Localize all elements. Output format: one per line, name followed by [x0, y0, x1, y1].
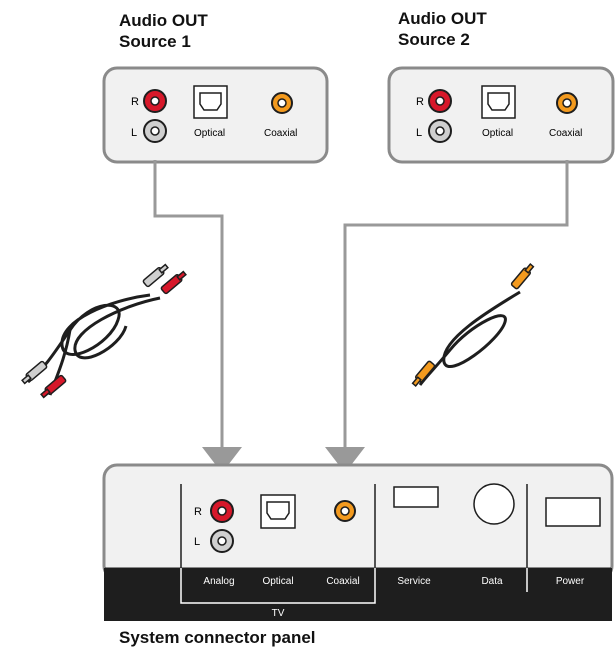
source2-title-line2: Source 2 — [398, 30, 470, 49]
source2-coaxial-label: Coaxial — [549, 128, 582, 139]
panel-l-label: L — [194, 536, 200, 548]
source2-l-jack — [428, 119, 452, 143]
source1-title-line2: Source 1 — [119, 32, 191, 51]
analog-connection-line — [153, 160, 242, 473]
panel-r-label: R — [194, 506, 202, 518]
panel-tv-label: TV — [272, 608, 285, 619]
panel-analog-label: Analog — [203, 576, 234, 587]
source1-r-label: R — [131, 96, 139, 108]
source1-l-label: L — [131, 127, 137, 139]
source2-r-label: R — [416, 96, 424, 108]
panel-data-label: Data — [481, 576, 503, 587]
source1-title: Audio OUT Source 1 — [119, 10, 208, 52]
source2-r-jack — [428, 89, 452, 113]
panel-coaxial-label: Coaxial — [326, 576, 359, 587]
panel-power-label: Power — [556, 576, 585, 587]
rca-coaxial-cable-icon — [410, 262, 536, 388]
panel-service-port — [393, 486, 439, 508]
source2-optical-label: Optical — [482, 128, 513, 139]
source1-box: R L Optical Coaxial — [102, 66, 329, 164]
source2-box: R L Optical Coaxial — [387, 66, 615, 164]
source1-optical-label: Optical — [194, 128, 225, 139]
source1-coaxial-label: Coaxial — [264, 128, 297, 139]
source2-coaxial-jack — [556, 92, 578, 114]
panel-tv-bracket — [180, 592, 376, 604]
rca-stereo-cable-icon — [20, 262, 188, 400]
source2-title-line1: Audio OUT — [398, 9, 487, 28]
coaxial-arrow-icon — [325, 447, 365, 473]
source1-r-jack — [143, 89, 167, 113]
source1-coaxial-jack — [271, 92, 293, 114]
panel-title: System connector panel — [119, 628, 316, 647]
source1-title-line1: Audio OUT — [119, 11, 208, 30]
panel-analog-l-jack — [210, 529, 234, 553]
coaxial-connection-line — [325, 160, 569, 473]
source1-l-jack — [143, 119, 167, 143]
source2-title: Audio OUT Source 2 — [398, 8, 487, 50]
panel-data-port — [473, 483, 515, 525]
panel-power-port — [545, 497, 601, 527]
source2-optical-port — [481, 85, 516, 119]
source1-optical-port — [193, 85, 228, 119]
panel-optical-port — [260, 494, 296, 529]
panel-coaxial-jack — [334, 500, 356, 522]
analog-arrow-icon — [202, 447, 242, 473]
panel-service-label: Service — [397, 576, 431, 587]
system-connector-panel: R L Analog Optical Coaxial Service — [102, 463, 614, 621]
source2-l-label: L — [416, 127, 422, 139]
panel-analog-r-jack — [210, 499, 234, 523]
panel-optical-label: Optical — [262, 576, 293, 587]
